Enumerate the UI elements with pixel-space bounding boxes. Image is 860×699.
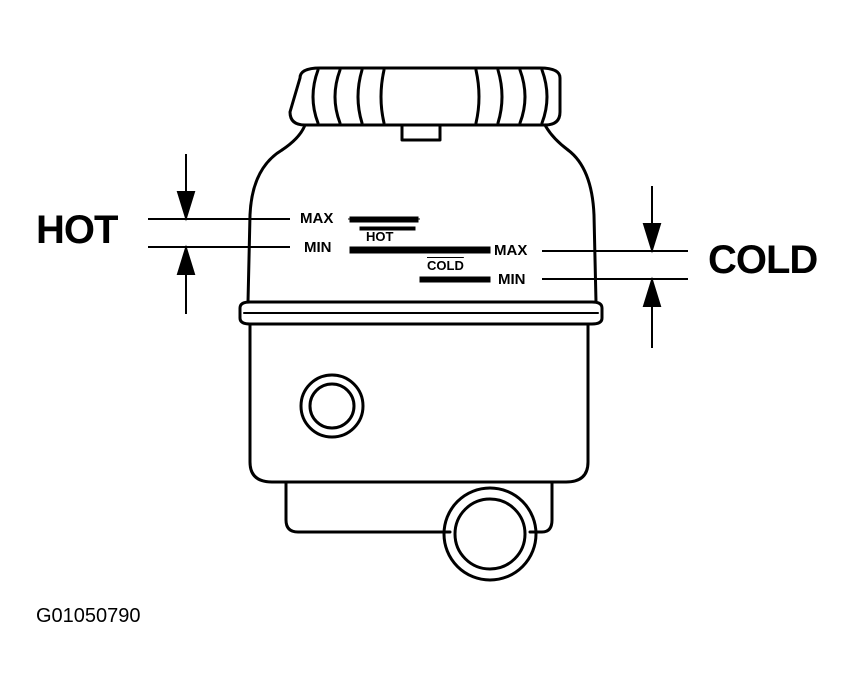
hot-min-mark [349, 246, 491, 254]
reservoir-neck [280, 123, 570, 152]
level-marks [348, 216, 491, 283]
hot-max-label: MAX [300, 210, 334, 227]
cold-min-mark [419, 276, 491, 283]
reservoir-lower-body [248, 322, 590, 484]
cold-range-arrows [642, 186, 662, 348]
cold-max-label: MAX [494, 242, 528, 259]
cold-min-label: MIN [498, 271, 526, 288]
reservoir-upper-body [246, 148, 598, 304]
hot-band-bracket [359, 226, 416, 231]
hot-range-arrows [176, 154, 196, 314]
side-port [299, 373, 365, 439]
seam-ring [238, 300, 604, 326]
bottom-port [442, 486, 538, 582]
figure-code: G01050790 [36, 605, 141, 627]
hot-min-label: MIN [304, 239, 332, 256]
cold-label: COLD [708, 238, 818, 282]
hot-band-label: HOT [366, 229, 394, 244]
reservoir-cap [288, 66, 562, 142]
cold-band-label: COLD [427, 258, 464, 273]
hot-label: HOT [36, 208, 118, 252]
leader-lines [148, 218, 688, 280]
reservoir-bottom [284, 480, 554, 534]
